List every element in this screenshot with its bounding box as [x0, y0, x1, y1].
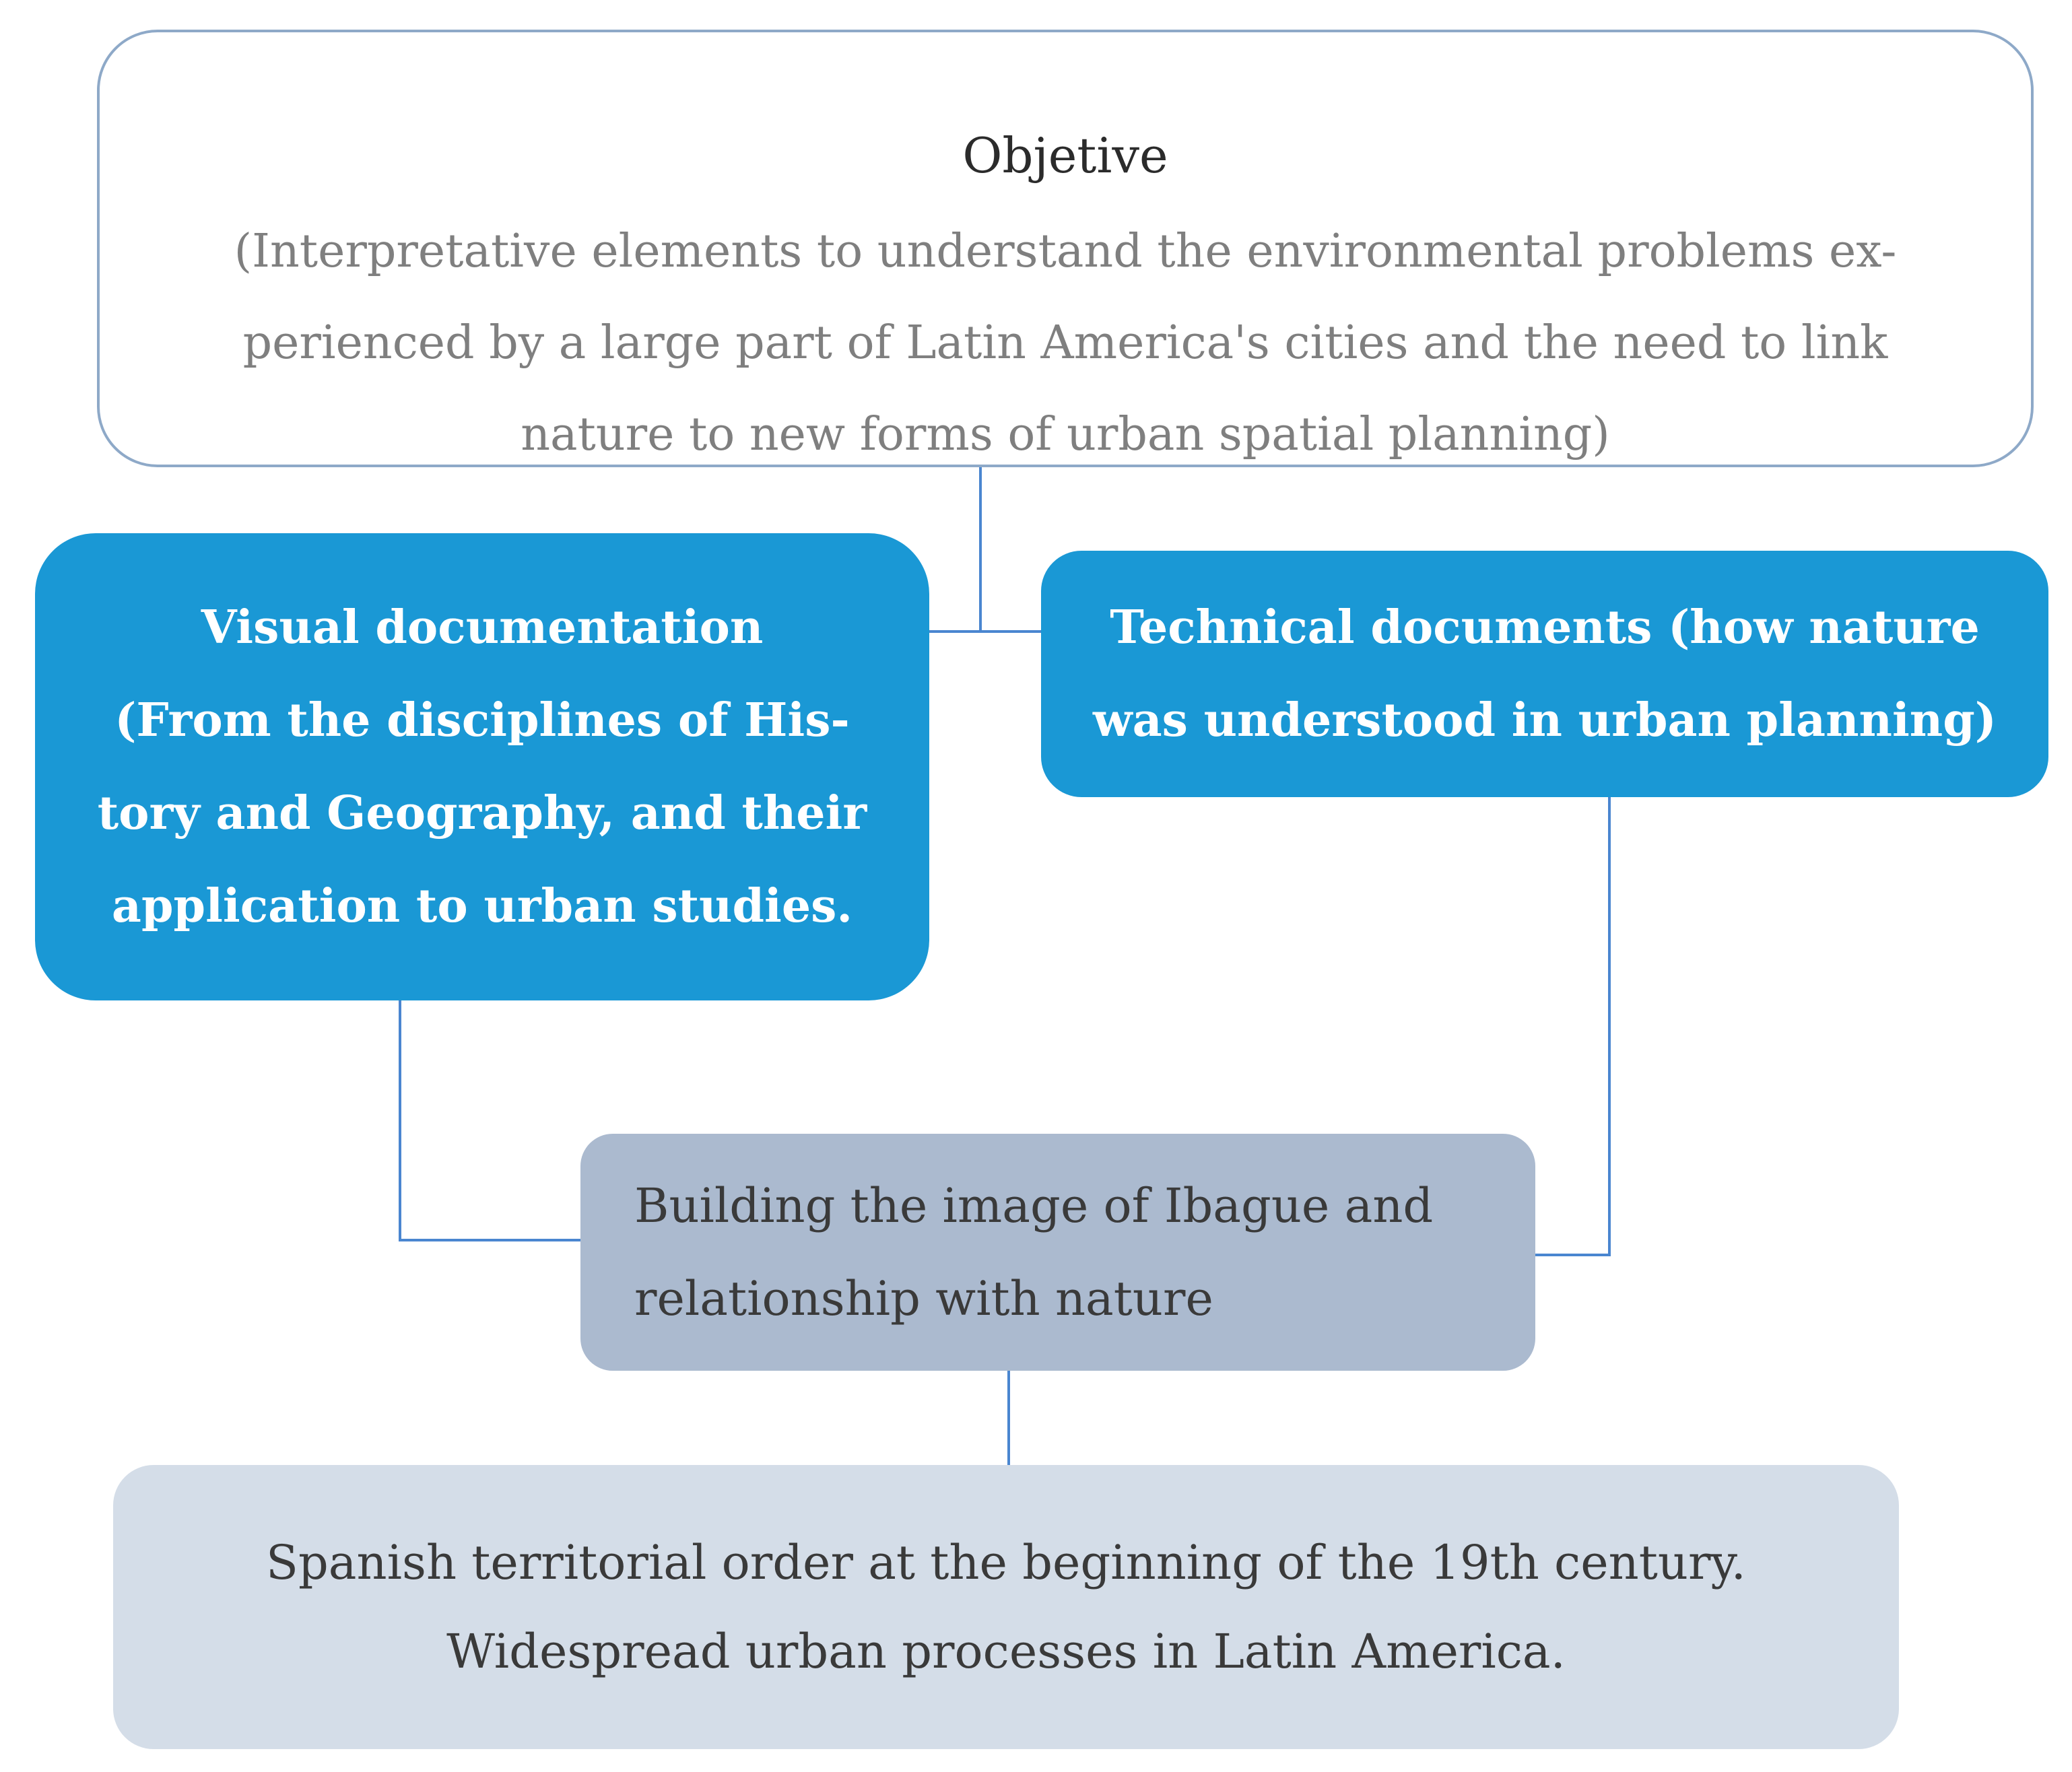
spanish-territorial-order-line: Widespread urban processes in Latin Amer… — [446, 1624, 1566, 1679]
technical-documents-line: Technical documents (how nature — [1110, 601, 1980, 654]
objective-box: Objetive (Interpretative elements to und… — [97, 30, 2034, 467]
visual-documentation-line: Visual documentation — [201, 601, 764, 654]
spanish-territorial-order-box: Spanish territorial order at the beginni… — [113, 1465, 1899, 1749]
technical-documents-line: was understood in urban planning) — [1093, 693, 1997, 747]
spanish-territorial-order-line: Spanish territorial order at the beginni… — [266, 1535, 1746, 1590]
objective-title: Objetive — [962, 127, 1168, 184]
visual-documentation-box: Visual documentation (From the disciplin… — [35, 533, 929, 1000]
connector-visual-to-building — [399, 1000, 582, 1241]
objective-description-line: (Interpretative elements to understand t… — [234, 225, 1897, 278]
objective-description-line: perienced by a large part of Latin Ameri… — [242, 316, 1888, 370]
visual-documentation-line: tory and Geography, and their — [97, 786, 867, 840]
objective-description: (Interpretative elements to understand t… — [100, 206, 2031, 481]
connector-technical-to-building — [1534, 796, 1611, 1256]
building-image-line: Building the image of Ibague and — [634, 1178, 1434, 1233]
technical-documents-box: Technical documents (how nature was unde… — [1041, 551, 2048, 797]
building-image-box: Building the image of Ibague and relatio… — [580, 1134, 1535, 1371]
objective-description-line: nature to new forms of urban spatial pla… — [521, 408, 1610, 461]
building-image-line: relationship with nature — [634, 1271, 1213, 1326]
visual-documentation-line: (From the disciplines of His- — [114, 693, 850, 747]
visual-documentation-line: application to urban studies. — [111, 879, 853, 933]
